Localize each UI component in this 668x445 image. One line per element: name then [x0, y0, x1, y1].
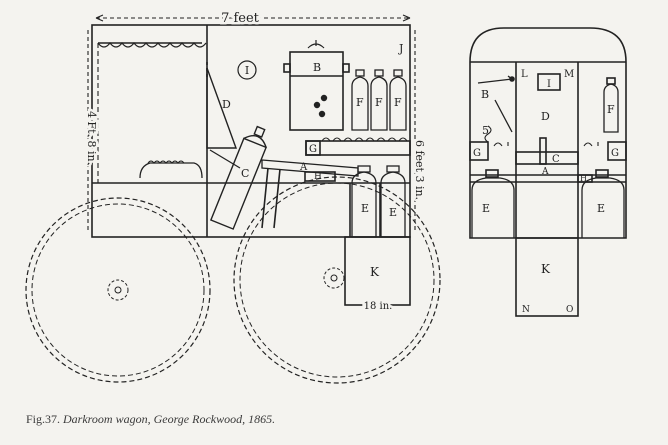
curtain-scallops — [97, 42, 207, 48]
cushion-tufts — [147, 160, 185, 164]
end-label-E2: E — [597, 202, 605, 215]
dim-top-width: 7 feet — [221, 11, 260, 26]
box-B-handle — [307, 40, 325, 49]
dim-door-width: 18 in. — [364, 301, 393, 312]
box-B-hinge-left — [283, 63, 291, 73]
top-dimension-arrow-right — [402, 14, 411, 22]
end-label-B: B — [481, 88, 489, 101]
side-label-F3: F — [394, 96, 402, 109]
end-shelf-jars-left — [493, 142, 509, 147]
side-label-K: K — [370, 265, 380, 279]
side-label-C: C — [241, 167, 249, 180]
end-bottle-F-cap — [606, 77, 616, 85]
end-label-L: L — [521, 69, 528, 80]
side-labels: 7 feet 4 Ft. 8 in. 6 feet 3 in. 18 in. I… — [83, 9, 429, 315]
end-label-I: I — [547, 79, 551, 90]
end-door-K — [515, 237, 579, 317]
bench-leg-1 — [261, 167, 269, 229]
dim-left-height: 4 Ft. 8 in. — [85, 111, 98, 165]
box-B-hinge-right — [342, 63, 350, 73]
end-lever-B — [477, 75, 513, 84]
end-keg-E-right — [581, 177, 625, 238]
front-wheel-hub — [107, 279, 129, 301]
side-label-D: D — [222, 98, 231, 111]
end-lever-arm — [494, 99, 513, 133]
cushion — [139, 162, 203, 179]
end-keg-E-left-cap — [485, 169, 499, 178]
end-keg-E-left — [471, 177, 515, 238]
side-label-A: A — [299, 162, 308, 173]
wagon-body-outline — [91, 24, 411, 238]
end-box-I — [537, 73, 561, 91]
end-body-outline — [469, 27, 627, 239]
rear-wheel-inner — [239, 182, 435, 378]
end-shelf-jars-right — [583, 142, 599, 147]
end-label-A: A — [541, 167, 549, 177]
side-label-G: G — [309, 144, 317, 155]
side-label-F1: F — [356, 96, 364, 109]
end-label-O: O — [566, 305, 573, 315]
marker-I-circle — [237, 60, 257, 80]
top-dimension-arrow-left — [95, 14, 104, 22]
rear-wheel-hub — [323, 267, 345, 289]
bench-leg-2 — [273, 168, 281, 229]
end-lever-pivot — [509, 76, 515, 82]
bottles-F — [351, 69, 407, 131]
side-elevation — [25, 14, 441, 384]
bench-A — [261, 159, 359, 177]
side-label-E1: E — [361, 202, 369, 215]
front-wheel — [25, 197, 211, 383]
caption-year: 1865. — [248, 412, 276, 426]
shelf-G-jars — [321, 137, 408, 142]
end-labels: L M I B 5 D F G G C A H E E K N O — [473, 69, 619, 315]
box-B-knob-1 — [313, 101, 321, 109]
end-label-E1: E — [482, 202, 490, 215]
side-label-H: H — [314, 172, 322, 182]
end-label-five: 5 — [482, 124, 489, 137]
side-label-J: J — [398, 42, 403, 55]
side-label-E2: E — [389, 206, 397, 219]
figure-caption: Fig.37. Darkroom wagon, George Rockwood,… — [26, 412, 275, 427]
box-B — [289, 51, 344, 131]
end-label-H: H — [580, 174, 587, 183]
end-label-C: C — [552, 154, 560, 165]
shelf-G — [305, 140, 411, 156]
rear-wheel-axle — [330, 274, 338, 282]
end-label-N: N — [522, 305, 530, 315]
end-bench-post — [539, 137, 547, 165]
end-label-K: K — [541, 262, 551, 276]
end-label-M: M — [564, 69, 574, 80]
sink-outlet — [209, 149, 241, 169]
end-keg-E-right-cap — [595, 169, 609, 178]
side-label-I: I — [245, 64, 249, 77]
end-label-D: D — [541, 110, 550, 123]
end-label-G1: G — [473, 148, 481, 159]
end-label-F: F — [607, 103, 615, 116]
front-wheel-axle — [114, 286, 122, 294]
box-B-knob-2 — [320, 94, 328, 102]
side-label-B: B — [313, 61, 321, 74]
side-label-F2: F — [375, 96, 383, 109]
end-box-G-left — [469, 141, 489, 161]
end-box-G-right — [607, 141, 627, 161]
end-elevation — [469, 27, 627, 317]
end-label-G2: G — [611, 148, 619, 159]
tank-C — [209, 125, 268, 230]
end-bench-C — [515, 151, 579, 165]
dim-right-height: 6 feet 3 in. — [413, 140, 426, 200]
end-spring-5 — [484, 125, 492, 143]
caption-title: Darkroom wagon, George Rockwood, — [63, 412, 246, 426]
rear-wheel — [233, 176, 441, 384]
kegs-E — [351, 165, 406, 238]
folding-board-D — [206, 67, 237, 149]
shelf-G-box — [305, 140, 321, 156]
caption-prefix: Fig.37. — [26, 412, 61, 426]
front-wheel-inner — [31, 203, 205, 377]
box-B-knob-3 — [318, 110, 326, 118]
